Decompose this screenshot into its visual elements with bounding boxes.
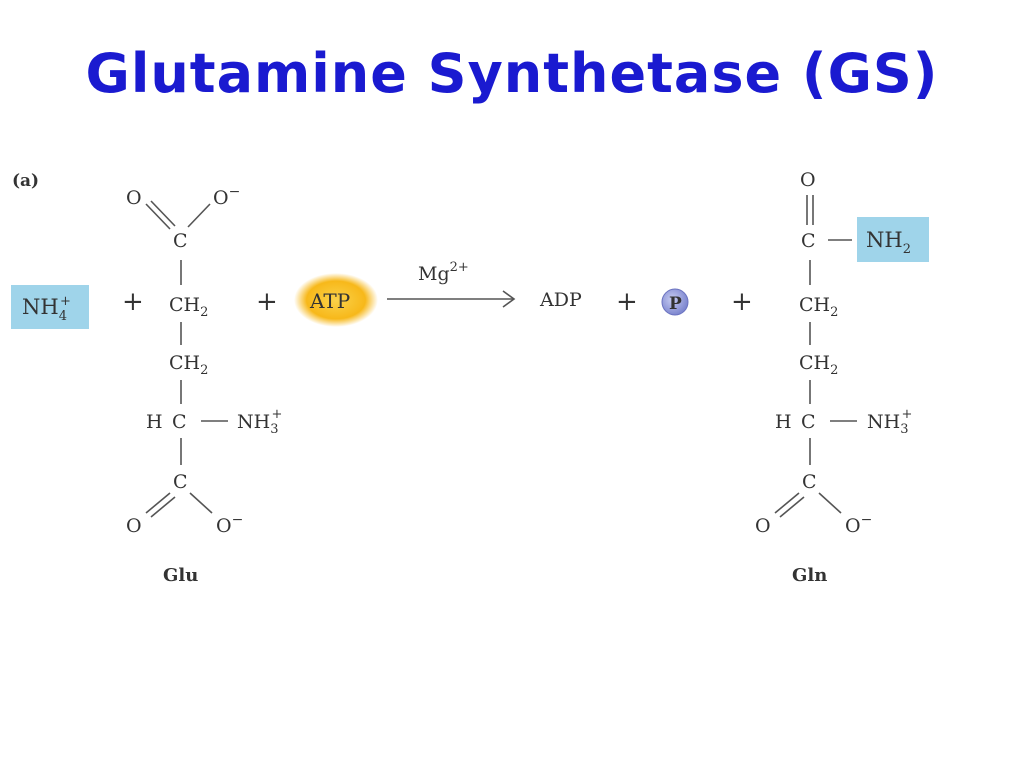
nh2-highlight-box [857,217,929,262]
phosphate-product: P [661,288,689,316]
glutamate-structure: O O− C CH2 CH2 H C NH3+ C O O− Glu [126,184,282,586]
plus-sign-4: + [731,287,753,317]
reaction-arrow: Mg2+ [387,260,516,308]
catalyst-mg: Mg2+ [418,260,469,285]
plus-sign-3: + [616,287,638,317]
adp-product: ADP [539,289,582,311]
gln-ch2-gamma-sub: 2 [830,305,838,320]
gln-alpha-h: H [775,411,792,433]
glu-alpha-c: C [172,411,187,433]
glu-lower-o-left: O [126,515,142,537]
glu-name-label: Glu [163,565,198,586]
gln-nh2-sub: 2 [903,242,911,257]
glu-carboxyl-c: C [173,230,188,252]
gln-ch2-beta: CH2 [799,352,838,378]
gln-alpha-c: C [801,411,816,433]
gln-ch2-beta-sub: 2 [830,363,838,378]
glu-o-minus-sup: − [229,184,241,200]
gln-name-label: Gln [792,565,827,586]
glu-lower-o-minus-base: O [216,515,232,537]
gln-nh2: NH2 [866,228,911,257]
glu-alpha-h: H [146,411,163,433]
glu-ch2-beta-sub: 2 [200,363,208,378]
gln-o-minus-sup: − [861,512,873,528]
plus-sign-2: + [256,287,278,317]
phosphate-circle [661,288,689,316]
svg-text:NH4+: NH4+ [22,294,71,324]
gln-o-top: O [800,169,816,191]
glu-ch2-gamma: CH2 [169,294,208,320]
glu-lower-o-minus-sup: − [232,512,244,528]
glu-o-left: O [126,187,142,209]
gln-o-minus-base: O [845,515,861,537]
phosphate-label: P [669,294,682,314]
glu-o-minus: O− [213,184,240,209]
atp-reactant: ATP [294,273,378,327]
plus-sign-1: + [122,287,144,317]
glutamine-structure: O C NH2 CH2 CH2 H C NH3+ C O O− Gln [755,169,929,586]
gln-nh3: NH3+ [867,407,912,437]
glu-ch2-gamma-sub: 2 [200,305,208,320]
glu-alpha-carboxyl-c: C [173,471,188,493]
panel-label: (a) [12,171,39,191]
glu-ch2-gamma-base: CH [169,294,200,316]
gln-o-minus: O− [845,512,872,537]
gln-carboxyl-c: C [802,471,817,493]
gln-ch2-gamma: CH2 [799,294,838,320]
gln-amide-c: C [801,230,816,252]
gln-ch2-gamma-base: CH [799,294,830,316]
glu-o-minus-base: O [213,187,229,209]
nh4-highlight-box [11,285,89,329]
gln-o-left: O [755,515,771,537]
glu-nh3-sup: + [271,407,282,422]
glu-nh3-sub: 3 [270,422,278,437]
atp-label: ATP [309,289,350,313]
nh4-subscript: 4 [59,309,67,324]
glu-lower-o-minus: O− [216,512,243,537]
gln-ch2-beta-base: CH [799,352,830,374]
nh4-superscript: + [60,294,71,309]
glu-ch2-beta: CH2 [169,352,208,378]
catalyst-base: Mg [418,263,450,285]
page-title: Glutamine Synthetase (GS) [85,42,939,105]
gln-nh3-base: NH [867,411,900,433]
glu-nh3: NH3+ [237,407,282,437]
catalyst-sup: 2+ [450,260,469,275]
glu-nh3-base: NH [237,411,270,433]
ammonium-reactant: NH4+ [11,285,89,329]
nh4-base: NH [22,295,59,319]
gln-nh3-sup: + [901,407,912,422]
gln-nh3-sub: 3 [900,422,908,437]
atp-glow [294,273,378,327]
gln-nh2-base: NH [866,228,903,252]
glu-ch2-beta-base: CH [169,352,200,374]
